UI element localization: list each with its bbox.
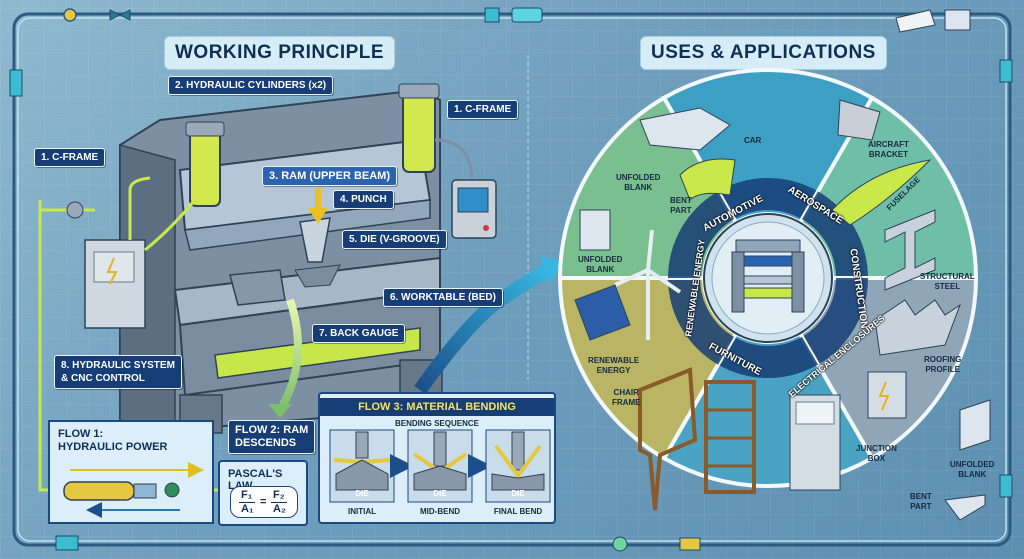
label-hydraulic-system-line2: & CNC CONTROL	[61, 373, 145, 384]
solar-panel-icon	[574, 284, 631, 341]
sector-band-electrical	[718, 336, 818, 379]
label-worktable: 6. WORKTABLE (BED)	[383, 288, 503, 307]
flow2-line1: FLOW 2: RAM	[235, 424, 309, 436]
unfolded-blank-icon	[579, 209, 611, 251]
pascal-f1: F₁	[241, 489, 253, 501]
right-section-title: USES & APPLICATIONS	[640, 36, 887, 70]
pascal-equals: =	[260, 496, 267, 508]
valve-icon	[63, 8, 77, 22]
outer-blank-icon	[959, 399, 991, 451]
label-c-frame-left: 1. C-FRAME	[34, 148, 106, 167]
die-label-mid: DIE	[433, 489, 447, 498]
flow3-panel: FLOW 3: MATERIAL BENDING BENDING SEQUENC…	[318, 392, 556, 524]
label-hydraulic-system-line1: 8. HYDRAULIC SYSTEM	[61, 360, 175, 371]
pascal-law-panel: PASCAL'S LAW F₁ A₁ = F₂ A₂	[218, 460, 308, 526]
pascal-f2: F₂	[273, 489, 285, 501]
pascal-a2: A₂	[273, 503, 286, 515]
warning-icon	[106, 257, 118, 285]
caption-car: CAR	[744, 136, 762, 145]
bracket-icon-top	[944, 9, 971, 31]
sector-band-furniture	[668, 278, 734, 365]
wind-turbine-icon	[614, 229, 682, 340]
pascal-a1: A₁	[241, 503, 254, 515]
stage-initial	[329, 429, 395, 503]
roofing-profile-icon	[874, 299, 962, 356]
label-hydraulic-cylinders: 2. HYDRAULIC CYLINDERS (x2)	[168, 76, 334, 95]
flow1-title: FLOW 1: HYDRAULIC POWER	[58, 428, 167, 454]
label-c-frame-right: 1. C-FRAME	[447, 100, 519, 119]
bent-part-icon	[679, 158, 736, 201]
fuselage-icon	[831, 159, 932, 226]
outer-bent-part-icon	[944, 494, 986, 521]
label-hydraulic-system: 8. HYDRAULIC SYSTEM & CNC CONTROL	[54, 355, 182, 389]
flow2-label: FLOW 2: RAM DESCENDS	[228, 420, 316, 454]
flow3-title: FLOW 3: MATERIAL BENDING	[320, 398, 554, 416]
sector-band-renewable	[668, 191, 734, 278]
shelf-icon	[704, 380, 756, 494]
flow2-line2: DESCENDS	[235, 437, 297, 449]
sector-band-construction	[802, 278, 868, 365]
bending-sequence-label: BENDING SEQUENCE	[394, 419, 479, 428]
sector-band-aerospace	[802, 191, 868, 278]
stage-final-bend	[485, 429, 551, 503]
stage-final-label: FINAL BEND	[493, 507, 543, 516]
sector-band-automotive	[718, 178, 818, 220]
aircraft-bracket-icon	[837, 99, 881, 141]
flow1-title-line2: HYDRAULIC POWER	[58, 441, 168, 453]
label-ram: 3. RAM (UPPER BEAM)	[262, 166, 398, 186]
pascal-formula: F₁ A₁ = F₂ A₂	[230, 486, 298, 518]
label-die: 5. DIE (V-GROOVE)	[342, 230, 447, 249]
die-label-initial: DIE	[355, 489, 369, 498]
electrical-cabinet-icon	[789, 394, 841, 491]
flow1-title-line1: FLOW 1:	[58, 428, 104, 440]
hydraulic-pump-diagram	[63, 462, 204, 518]
back-gauge	[229, 269, 286, 306]
left-section-title: WORKING PRINCIPLE	[164, 36, 396, 70]
flow1-panel: FLOW 1: HYDRAULIC POWER	[48, 420, 214, 524]
sheet-icon-top	[895, 9, 936, 33]
die-label-final: DIE	[511, 489, 525, 498]
chair-frame-icon	[638, 367, 698, 511]
stage-mid-label: MID-BEND	[420, 507, 460, 516]
label-back-gauge: 7. BACK GAUGE	[312, 324, 406, 343]
structural-steel-icon	[884, 209, 936, 291]
car-chassis-icon	[639, 107, 731, 151]
label-punch: 4. PUNCH	[333, 190, 394, 209]
stage-initial-label: INITIAL	[348, 507, 376, 516]
bending-sequence-diagram	[329, 429, 551, 503]
junction-box-icon	[867, 371, 907, 419]
valve-icon	[109, 9, 131, 21]
stage-mid-bend	[407, 429, 473, 503]
